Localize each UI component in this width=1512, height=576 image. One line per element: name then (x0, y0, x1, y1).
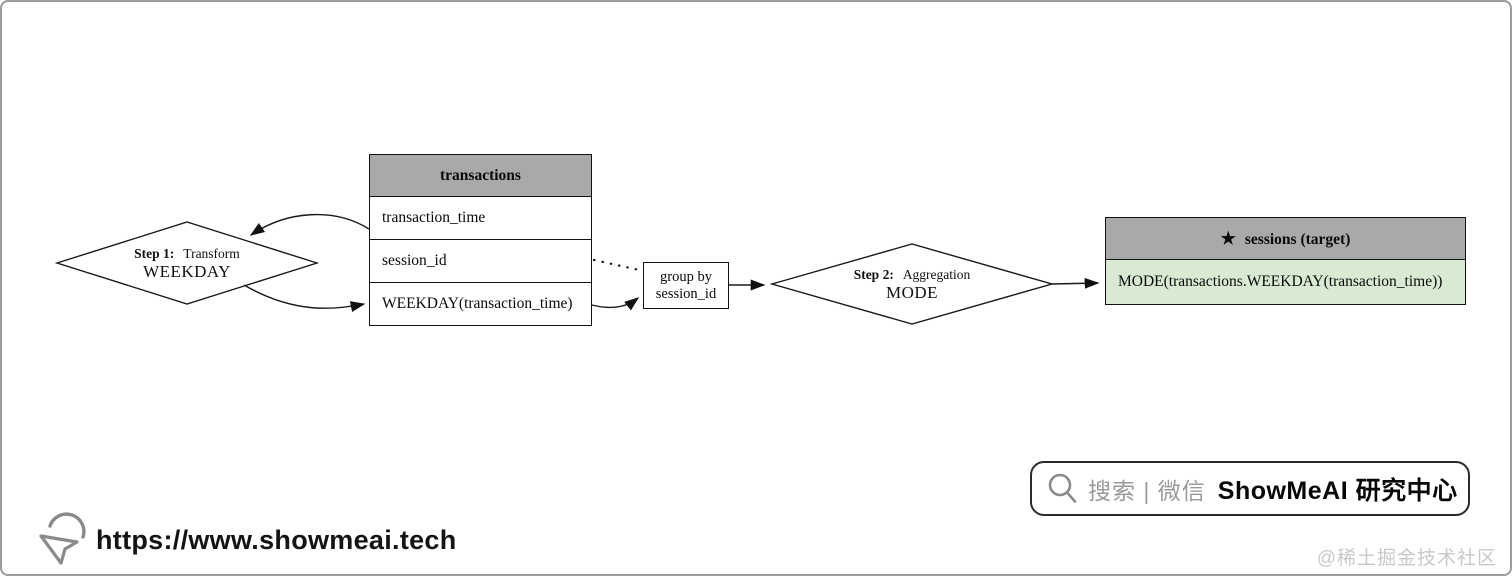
step1-title: Step 1: Transform (134, 246, 240, 262)
search-placeholder-text: 搜索 | 微信 (1088, 477, 1206, 504)
edge-session-id-to-groupby-dotted (592, 258, 641, 272)
table-row-transaction-time: transaction_time (369, 197, 592, 240)
edge-step1-to-weekday-row (243, 284, 366, 312)
sessions-table-header: ★ sessions (target) (1105, 217, 1466, 260)
step1-primitive: WEEKDAY (143, 261, 231, 281)
pointer-cursor-icon (39, 512, 86, 565)
step2-number: Step 2: (853, 266, 894, 282)
step2-type: Aggregation (902, 266, 971, 282)
group-by-line2: session_id (655, 285, 717, 302)
group-by-node: group by session_id (643, 262, 729, 309)
search-brand-text: ShowMeAI 研究中心 (1217, 476, 1458, 505)
wechat-search-banner[interactable]: 搜索 | 微信 ShowMeAI 研究中心 (1030, 461, 1470, 516)
step2-title: Step 2: Aggregation (854, 267, 971, 283)
edge-weekday-row-to-groupby (591, 297, 640, 311)
sessions-feature-row: MODE(transactions.WEEKDAY(transaction_ti… (1105, 260, 1466, 305)
group-by-line1: group by (660, 268, 712, 285)
transactions-table-header: transactions (369, 154, 592, 197)
site-url-link[interactable]: https://www.showmeai.tech (96, 525, 457, 555)
step2-primitive: MODE (885, 282, 939, 302)
sessions-table-title: sessions (target) (1244, 231, 1351, 248)
step1-diamond-label: Step 1: Transform WEEKDAY (57, 224, 317, 302)
sessions-table: ★ sessions (target) MODE(transactions.WEE… (1105, 217, 1466, 305)
step2-diamond-label: Step 2: Aggregation MODE (772, 246, 1052, 322)
table-row-session-id: session_id (369, 240, 592, 283)
table-row-weekday-feature: WEEKDAY(transaction_time) (369, 283, 592, 326)
edge-transaction-time-to-step1 (249, 213, 370, 236)
target-star-icon: ★ (1220, 229, 1236, 248)
step1-number: Step 1: (134, 245, 175, 261)
step1-type: Transform (183, 245, 240, 261)
transactions-table: transactions transaction_time session_id… (369, 154, 592, 326)
community-watermark: @稀土掘金技术社区 (1316, 548, 1497, 569)
search-icon (1048, 473, 1077, 503)
step1-diamond-shape (54, 221, 320, 305)
edge-step2-to-sessions-feature (1051, 277, 1100, 289)
